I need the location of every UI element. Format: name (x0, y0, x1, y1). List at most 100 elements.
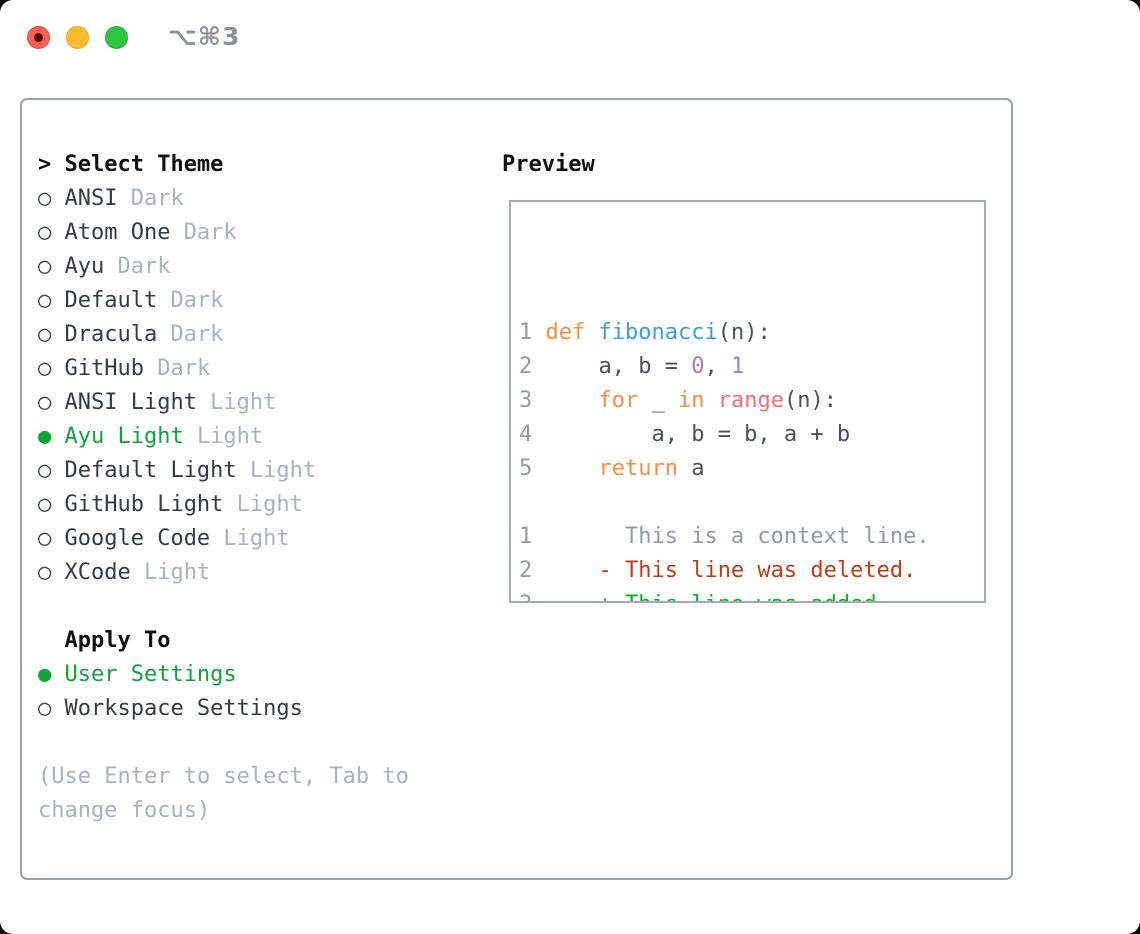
code-token-nu: 0 (691, 354, 705, 379)
code-line: 1 This is a context line. (519, 520, 976, 554)
code-token-del: - This line was deleted. (598, 558, 917, 583)
code-token-ln: 1 (519, 524, 533, 549)
select-theme-label: Select Theme (64, 152, 224, 177)
code-token-kw: def (545, 320, 586, 345)
spacer (38, 590, 470, 624)
code-token: a, b = b, a + b (651, 422, 851, 447)
window-title: ⌥⌘3 (168, 22, 241, 51)
code-line: 5 return a (519, 452, 976, 486)
apply-option-user-settings[interactable]: ●User Settings (38, 658, 470, 692)
theme-variant-tag: Light (236, 492, 303, 517)
code-token: (n): (783, 388, 837, 413)
focus-caret-icon: > (38, 152, 52, 177)
help-text: (Use Enter to select, Tab to change focu… (38, 764, 409, 823)
code-token-ctx: This is a context line. (624, 524, 930, 549)
radio-icon: ○ (38, 390, 52, 415)
titlebar: ⌥⌘3 (0, 0, 1140, 70)
theme-variant-tag: Dark (157, 356, 211, 381)
code-token-bi: range (717, 388, 784, 413)
code-line: 2 + This line was added. (519, 588, 976, 601)
code-line (519, 486, 976, 520)
code-token (532, 456, 598, 481)
radio-icon: ○ (38, 526, 52, 551)
code-token-ln: 4 (519, 422, 533, 447)
radio-icon: ○ (38, 492, 52, 517)
radio-icon: ○ (38, 288, 52, 313)
radio-icon: ○ (38, 560, 52, 585)
code-token-fn: fibonacci (598, 320, 718, 345)
code-token: (n): (717, 320, 771, 345)
code-token (532, 558, 598, 583)
preview-header: Preview (502, 152, 595, 177)
code-token (532, 524, 625, 549)
code-token: _ (638, 388, 678, 413)
code-token: a (677, 456, 705, 481)
code-token-ln: 2 (519, 558, 533, 583)
radio-selected-icon: ● (38, 662, 52, 687)
code-token-kw: return (598, 456, 678, 481)
theme-variant-tag: Light (210, 390, 277, 415)
radio-icon: ○ (38, 220, 52, 245)
apply-option-workspace-settings[interactable]: ○Workspace Settings (38, 692, 470, 726)
radio-icon: ○ (38, 186, 52, 211)
code-token (532, 422, 651, 447)
code-token-ln: 2 (519, 354, 533, 379)
code-token-kw: for (598, 388, 639, 413)
code-token-nu: 1 (730, 354, 745, 379)
theme-variant-tag: Light (223, 526, 290, 551)
code-token: , (704, 354, 731, 379)
theme-variant-tag: Dark (170, 288, 224, 313)
apply-to-label: Apply To (64, 628, 171, 653)
code-line: 2 a, b = 0, 1 (519, 350, 976, 384)
radio-icon: ○ (38, 254, 52, 279)
theme-variant-tag: Light (249, 458, 317, 483)
theme-variant-tag: Light (143, 560, 211, 585)
zoom-button[interactable] (105, 26, 128, 49)
theme-variant-tag: Dark (183, 220, 237, 245)
code-token (704, 388, 717, 413)
spacer (38, 726, 470, 760)
code-line: 4 a, b = b, a + b (519, 418, 976, 452)
radio-icon: ○ (38, 356, 52, 381)
theme-variant-tag: Light (196, 424, 264, 449)
code-token-ln: 1 (519, 320, 533, 345)
code-token: a, b = (598, 354, 692, 379)
radio-selected-icon: ● (38, 424, 52, 449)
code-token (532, 320, 545, 345)
code-line: 1 def fibonacci(n): (519, 316, 976, 350)
code-line: 3 for _ in range(n): (519, 384, 976, 418)
minimize-button[interactable] (66, 26, 89, 49)
apply-to-header: Apply To (38, 624, 470, 658)
radio-icon: ○ (38, 458, 52, 483)
close-button[interactable] (27, 26, 50, 49)
theme-variant-tag: Dark (170, 322, 224, 347)
code-token-ln: 3 (519, 388, 533, 413)
radio-icon: ○ (38, 322, 52, 347)
code-token-kw: in (677, 388, 705, 413)
code-token-ln: 2 (519, 592, 532, 601)
code-line: 2 - This line was deleted. (519, 554, 976, 588)
radio-icon: ○ (38, 696, 52, 721)
select-theme-header: > Select Theme (38, 148, 470, 182)
code-token (532, 388, 598, 413)
theme-variant-tag: Dark (130, 186, 184, 211)
code-token (532, 592, 598, 601)
code-token-add: + This line was added. (598, 592, 889, 601)
